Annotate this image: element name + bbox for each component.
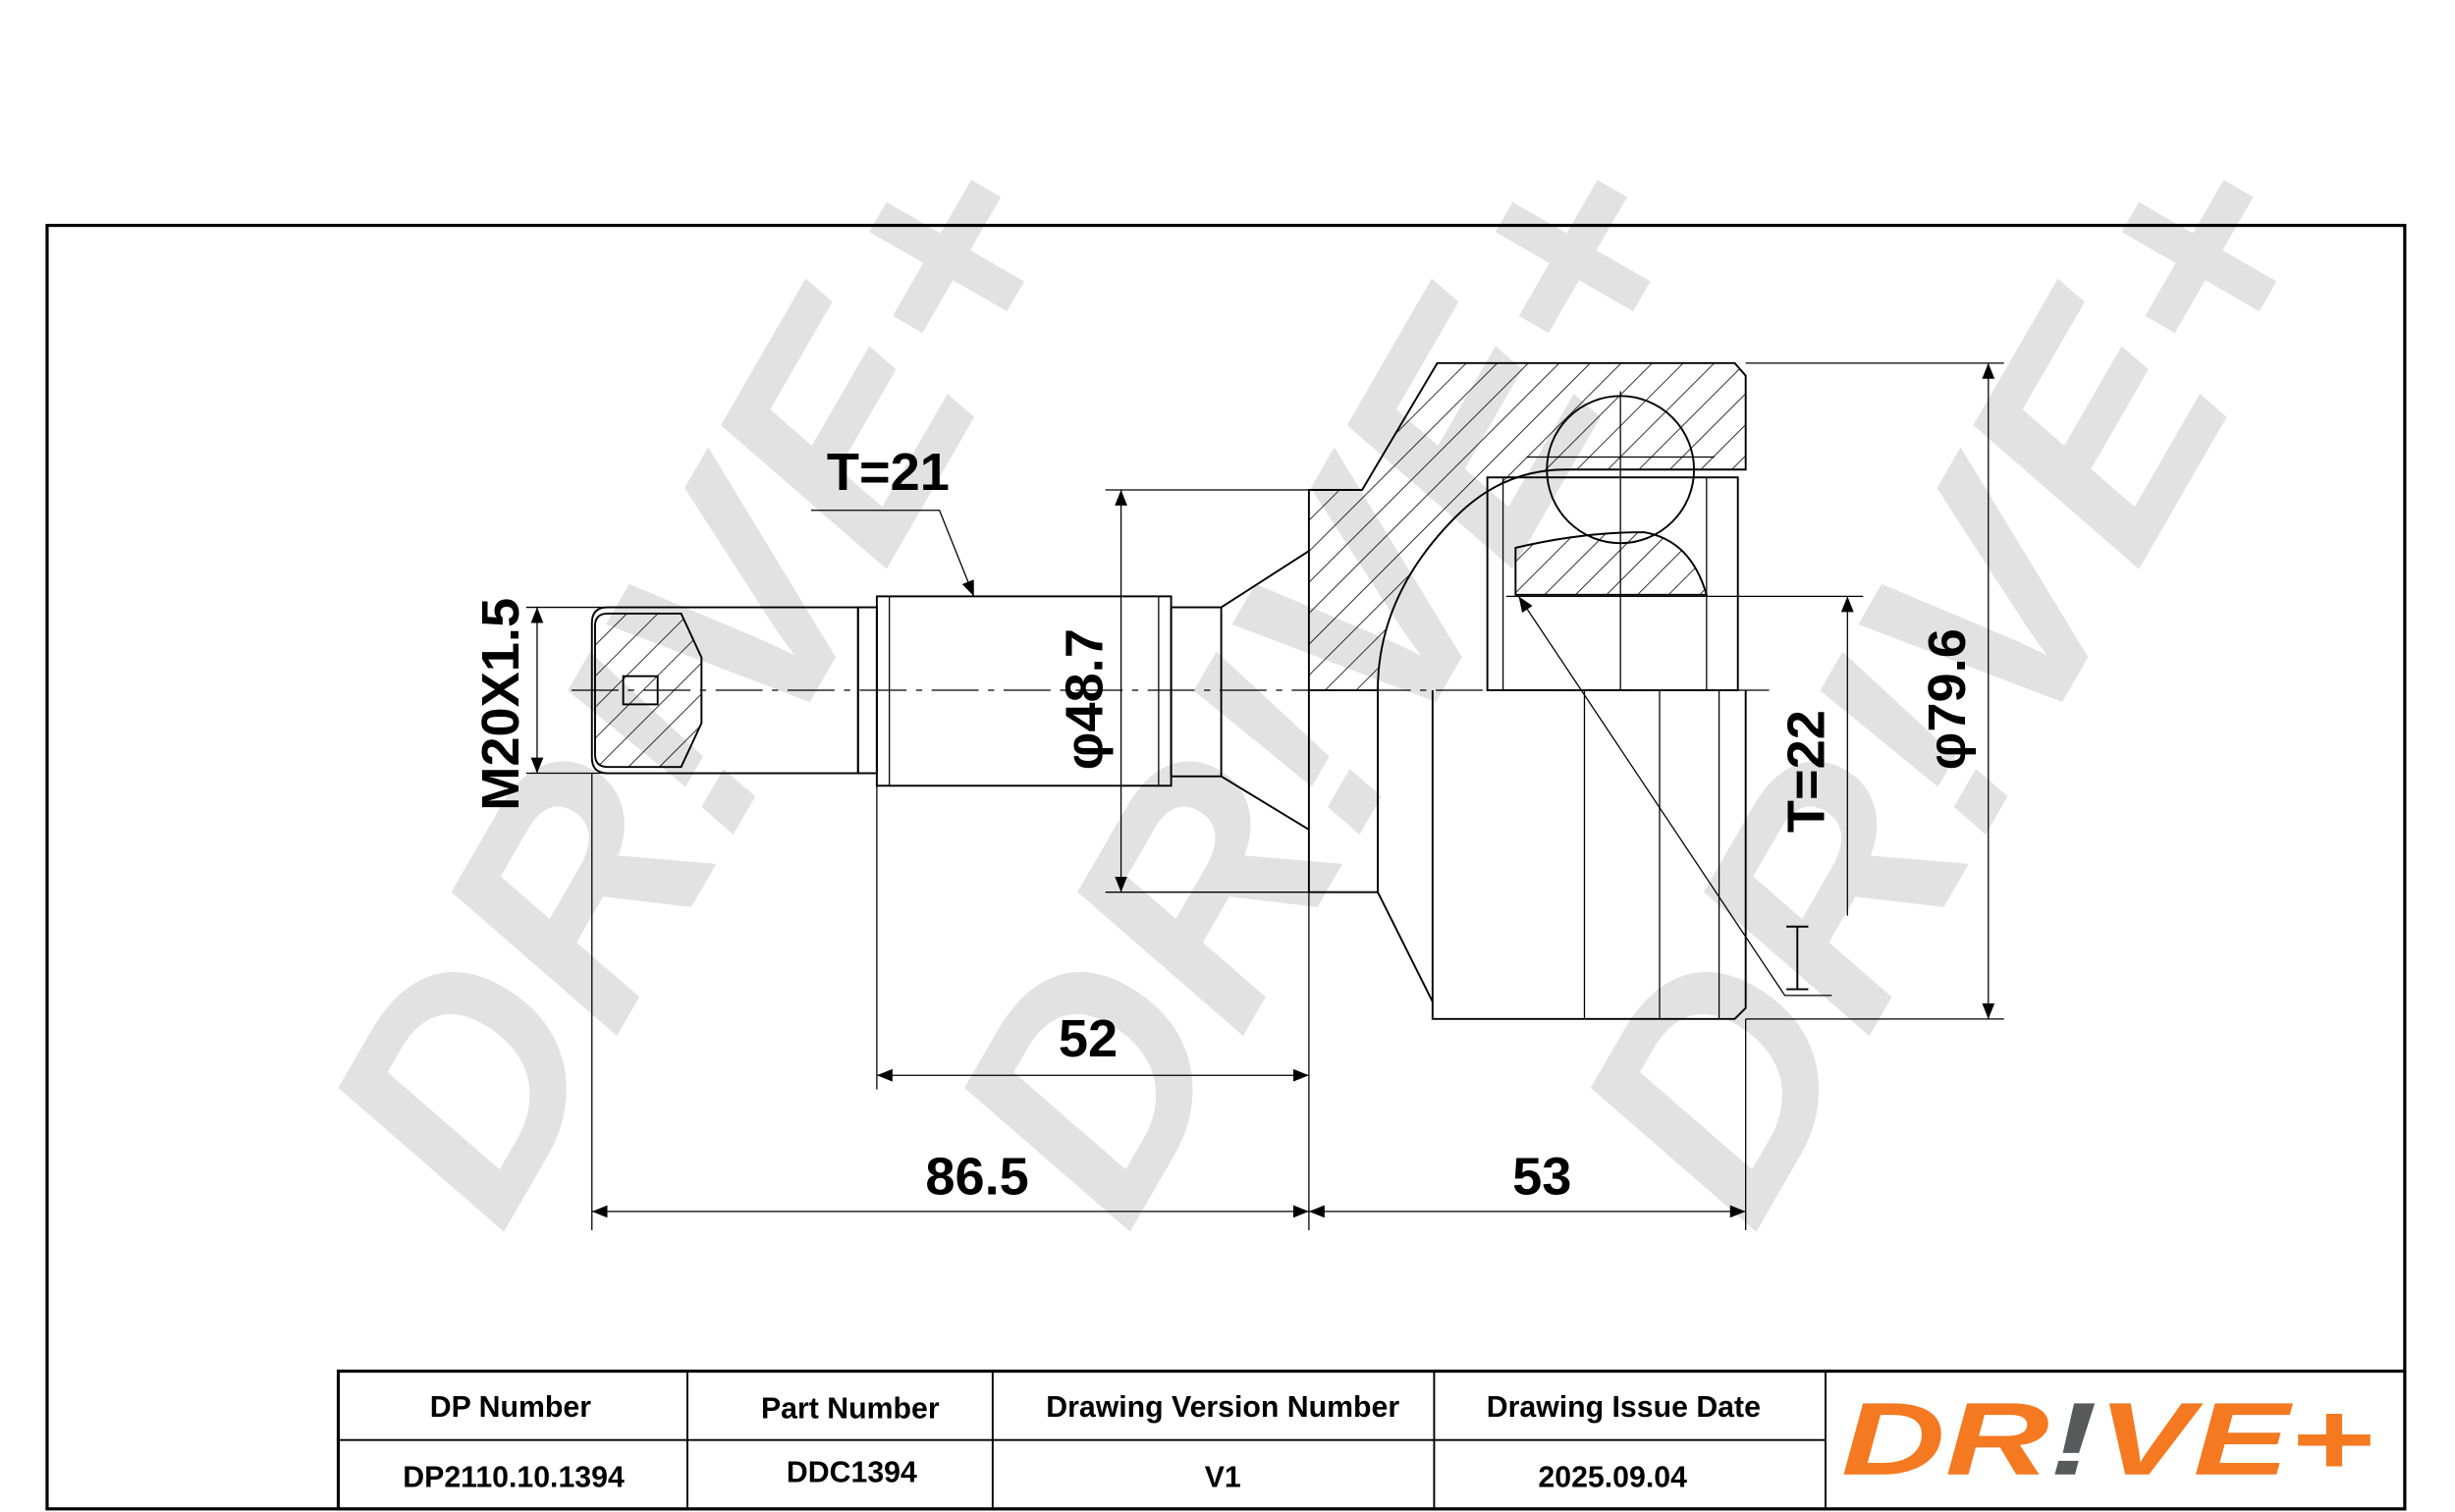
value-drawing-version: V1 [1205, 1461, 1241, 1493]
shaft-length-dimension: 52 [1059, 1009, 1118, 1068]
header-drawing-version: Drawing Version Number [1046, 1391, 1399, 1424]
value-issue-date: 2025.09.04 [1538, 1461, 1687, 1493]
header-issue-date: Drawing Issue Date [1487, 1391, 1761, 1424]
dimension-lines [525, 362, 2004, 1231]
brand-logo: DR!VE+ [1841, 1382, 2373, 1497]
thread-dimension: M20X1.5 [471, 598, 530, 811]
housing-length-dimension: 53 [1512, 1147, 1571, 1206]
value-part-number: DDC1394 [787, 1457, 917, 1489]
spline-outer-label: T=21 [827, 443, 950, 502]
housing-diameter-dimension: φ79.6 [1918, 628, 1977, 770]
title-block: DP Number Part Number Drawing Version Nu… [336, 1369, 2407, 1511]
header-dp-number: DP Number [430, 1391, 591, 1424]
value-dp-number: DP2110.10.1394 [403, 1461, 625, 1493]
spline-inner-label: T=22 [1776, 710, 1835, 833]
total-length-dimension: 86.5 [925, 1147, 1028, 1206]
header-part-number: Part Number [761, 1392, 940, 1425]
shaft-diameter-dimension: φ48.7 [1055, 628, 1114, 770]
